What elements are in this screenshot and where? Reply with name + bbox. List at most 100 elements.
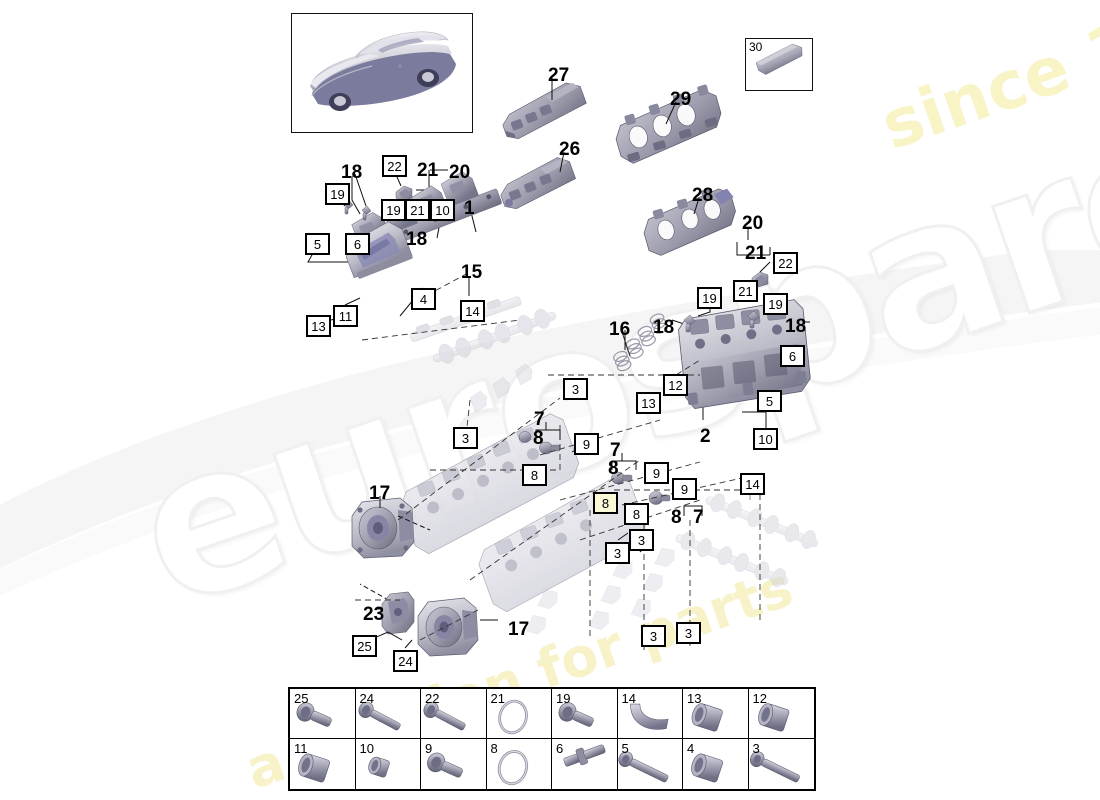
camshafts-lower-right [675,487,819,587]
callout-9[interactable]: 9 [672,478,697,500]
callout-19[interactable]: 19 [697,287,722,309]
part-27 [502,78,587,139]
legend-number: 8 [490,741,498,756]
bushing-cylindrical-icon [749,689,815,738]
legend-cell-24[interactable]: 24 [355,689,421,739]
legend-number: 5 [621,741,629,756]
callout-17[interactable]: 17 [508,619,530,640]
callout-6[interactable]: 6 [345,233,370,255]
callout-8[interactable]: 8 [533,428,544,449]
callout-19[interactable]: 19 [381,199,406,221]
legend-number: 4 [687,741,695,756]
bolt-flange-short-icon [552,689,617,738]
legend-number: 6 [556,741,564,756]
bolt-long-icon [749,739,815,789]
callout-27[interactable]: 27 [548,65,570,86]
callout-29[interactable]: 29 [670,89,692,110]
legend-cell-8[interactable]: 8 [487,739,552,789]
callout-3[interactable]: 3 [563,378,588,400]
legend-cell-13[interactable]: 13 [683,689,749,739]
callout-25[interactable]: 25 [352,635,377,657]
callout-9[interactable]: 9 [574,433,599,455]
callout-21[interactable]: 21 [417,160,439,181]
callout-28[interactable]: 28 [692,185,714,206]
callout-7[interactable]: 7 [534,409,545,430]
bearing-shell-curved-icon [618,689,683,738]
callout-4[interactable]: 4 [411,288,436,310]
callout-1[interactable]: 1 [464,198,475,219]
callout-5[interactable]: 5 [757,390,782,412]
legend-cell-19[interactable]: 19 [552,689,618,739]
callout-8[interactable]: 8 [522,464,547,486]
legend-cell-5[interactable]: 5 [617,739,683,789]
legend-cell-22[interactable]: 22 [421,689,487,739]
callout-11[interactable]: 11 [333,305,358,327]
callout-10[interactable]: 10 [753,428,778,450]
callout-3[interactable]: 3 [629,529,654,551]
bushing-cylindrical-icon [683,689,748,738]
legend-number: 13 [687,691,702,706]
callout-7[interactable]: 7 [693,507,704,528]
o-ring-seal-icon [487,739,552,789]
callout-15[interactable]: 15 [461,262,483,283]
callout-3[interactable]: 3 [453,427,478,449]
legend-cell-9[interactable]: 9 [421,739,487,789]
callout-21[interactable]: 21 [405,199,430,221]
callout-18[interactable]: 18 [785,316,807,337]
callout-22[interactable]: 22 [382,155,407,177]
legend-cell-21[interactable]: 21 [486,689,552,739]
callout-20[interactable]: 20 [449,162,471,183]
callout-14[interactable]: 14 [460,300,485,322]
legend-cell-4[interactable]: 4 [683,739,749,789]
callout-19[interactable]: 19 [763,293,788,315]
callout-12[interactable]: 12 [663,374,688,396]
callout-17[interactable]: 17 [369,483,391,504]
legend-number: 9 [425,741,433,756]
callout-21[interactable]: 21 [745,243,767,264]
callout-5[interactable]: 5 [305,233,330,255]
callout-13[interactable]: 13 [636,392,661,414]
callout-16[interactable]: 16 [609,319,631,340]
callout-6[interactable]: 6 [780,345,805,367]
legend-number: 11 [294,741,308,756]
callout-18[interactable]: 18 [341,162,363,183]
callout-19[interactable]: 19 [325,183,350,205]
callout-8[interactable]: 8 [624,503,649,525]
callout-21[interactable]: 21 [733,280,758,302]
legend-cell-14[interactable]: 14 [617,689,683,739]
callout-14[interactable]: 14 [740,473,765,495]
stud-bolt-stepped-icon [552,739,617,789]
callout-8[interactable]: 8 [593,492,618,514]
callout-20[interactable]: 20 [742,213,764,234]
callout-23[interactable]: 23 [363,604,385,625]
legend-cell-3[interactable]: 3 [749,739,815,789]
callout-22[interactable]: 22 [773,252,798,274]
callout-18[interactable]: 18 [653,317,675,338]
callout-24[interactable]: 24 [393,650,418,672]
legend-number: 22 [425,691,440,706]
bushing-cylindrical-icon [683,739,748,789]
callout-2[interactable]: 2 [700,426,711,447]
callout-3[interactable]: 3 [676,622,701,644]
callout-18[interactable]: 18 [406,229,428,250]
legend-cell-25[interactable]: 25 [290,689,356,739]
legend-number: 12 [752,691,767,706]
callout-10[interactable]: 10 [430,199,455,221]
legend-number: 25 [294,691,309,706]
callout-8[interactable]: 8 [608,458,619,479]
callout-13[interactable]: 13 [306,315,331,337]
legend-cell-11[interactable]: 11 [290,739,356,789]
bolt-flange-short-icon [421,739,486,789]
callout-9[interactable]: 9 [644,462,669,484]
legend-number: 10 [359,741,374,756]
bolt-hex-long-icon [356,689,421,738]
callout-3[interactable]: 3 [605,542,630,564]
callout-8[interactable]: 8 [671,507,682,528]
callout-3[interactable]: 3 [641,625,666,647]
legend-cell-12[interactable]: 12 [748,689,815,739]
bolt-long-icon [617,739,683,789]
legend-cell-10[interactable]: 10 [356,739,421,789]
legend-cell-6[interactable]: 6 [552,739,618,789]
callout-26[interactable]: 26 [559,139,581,160]
part-26 [500,151,576,209]
